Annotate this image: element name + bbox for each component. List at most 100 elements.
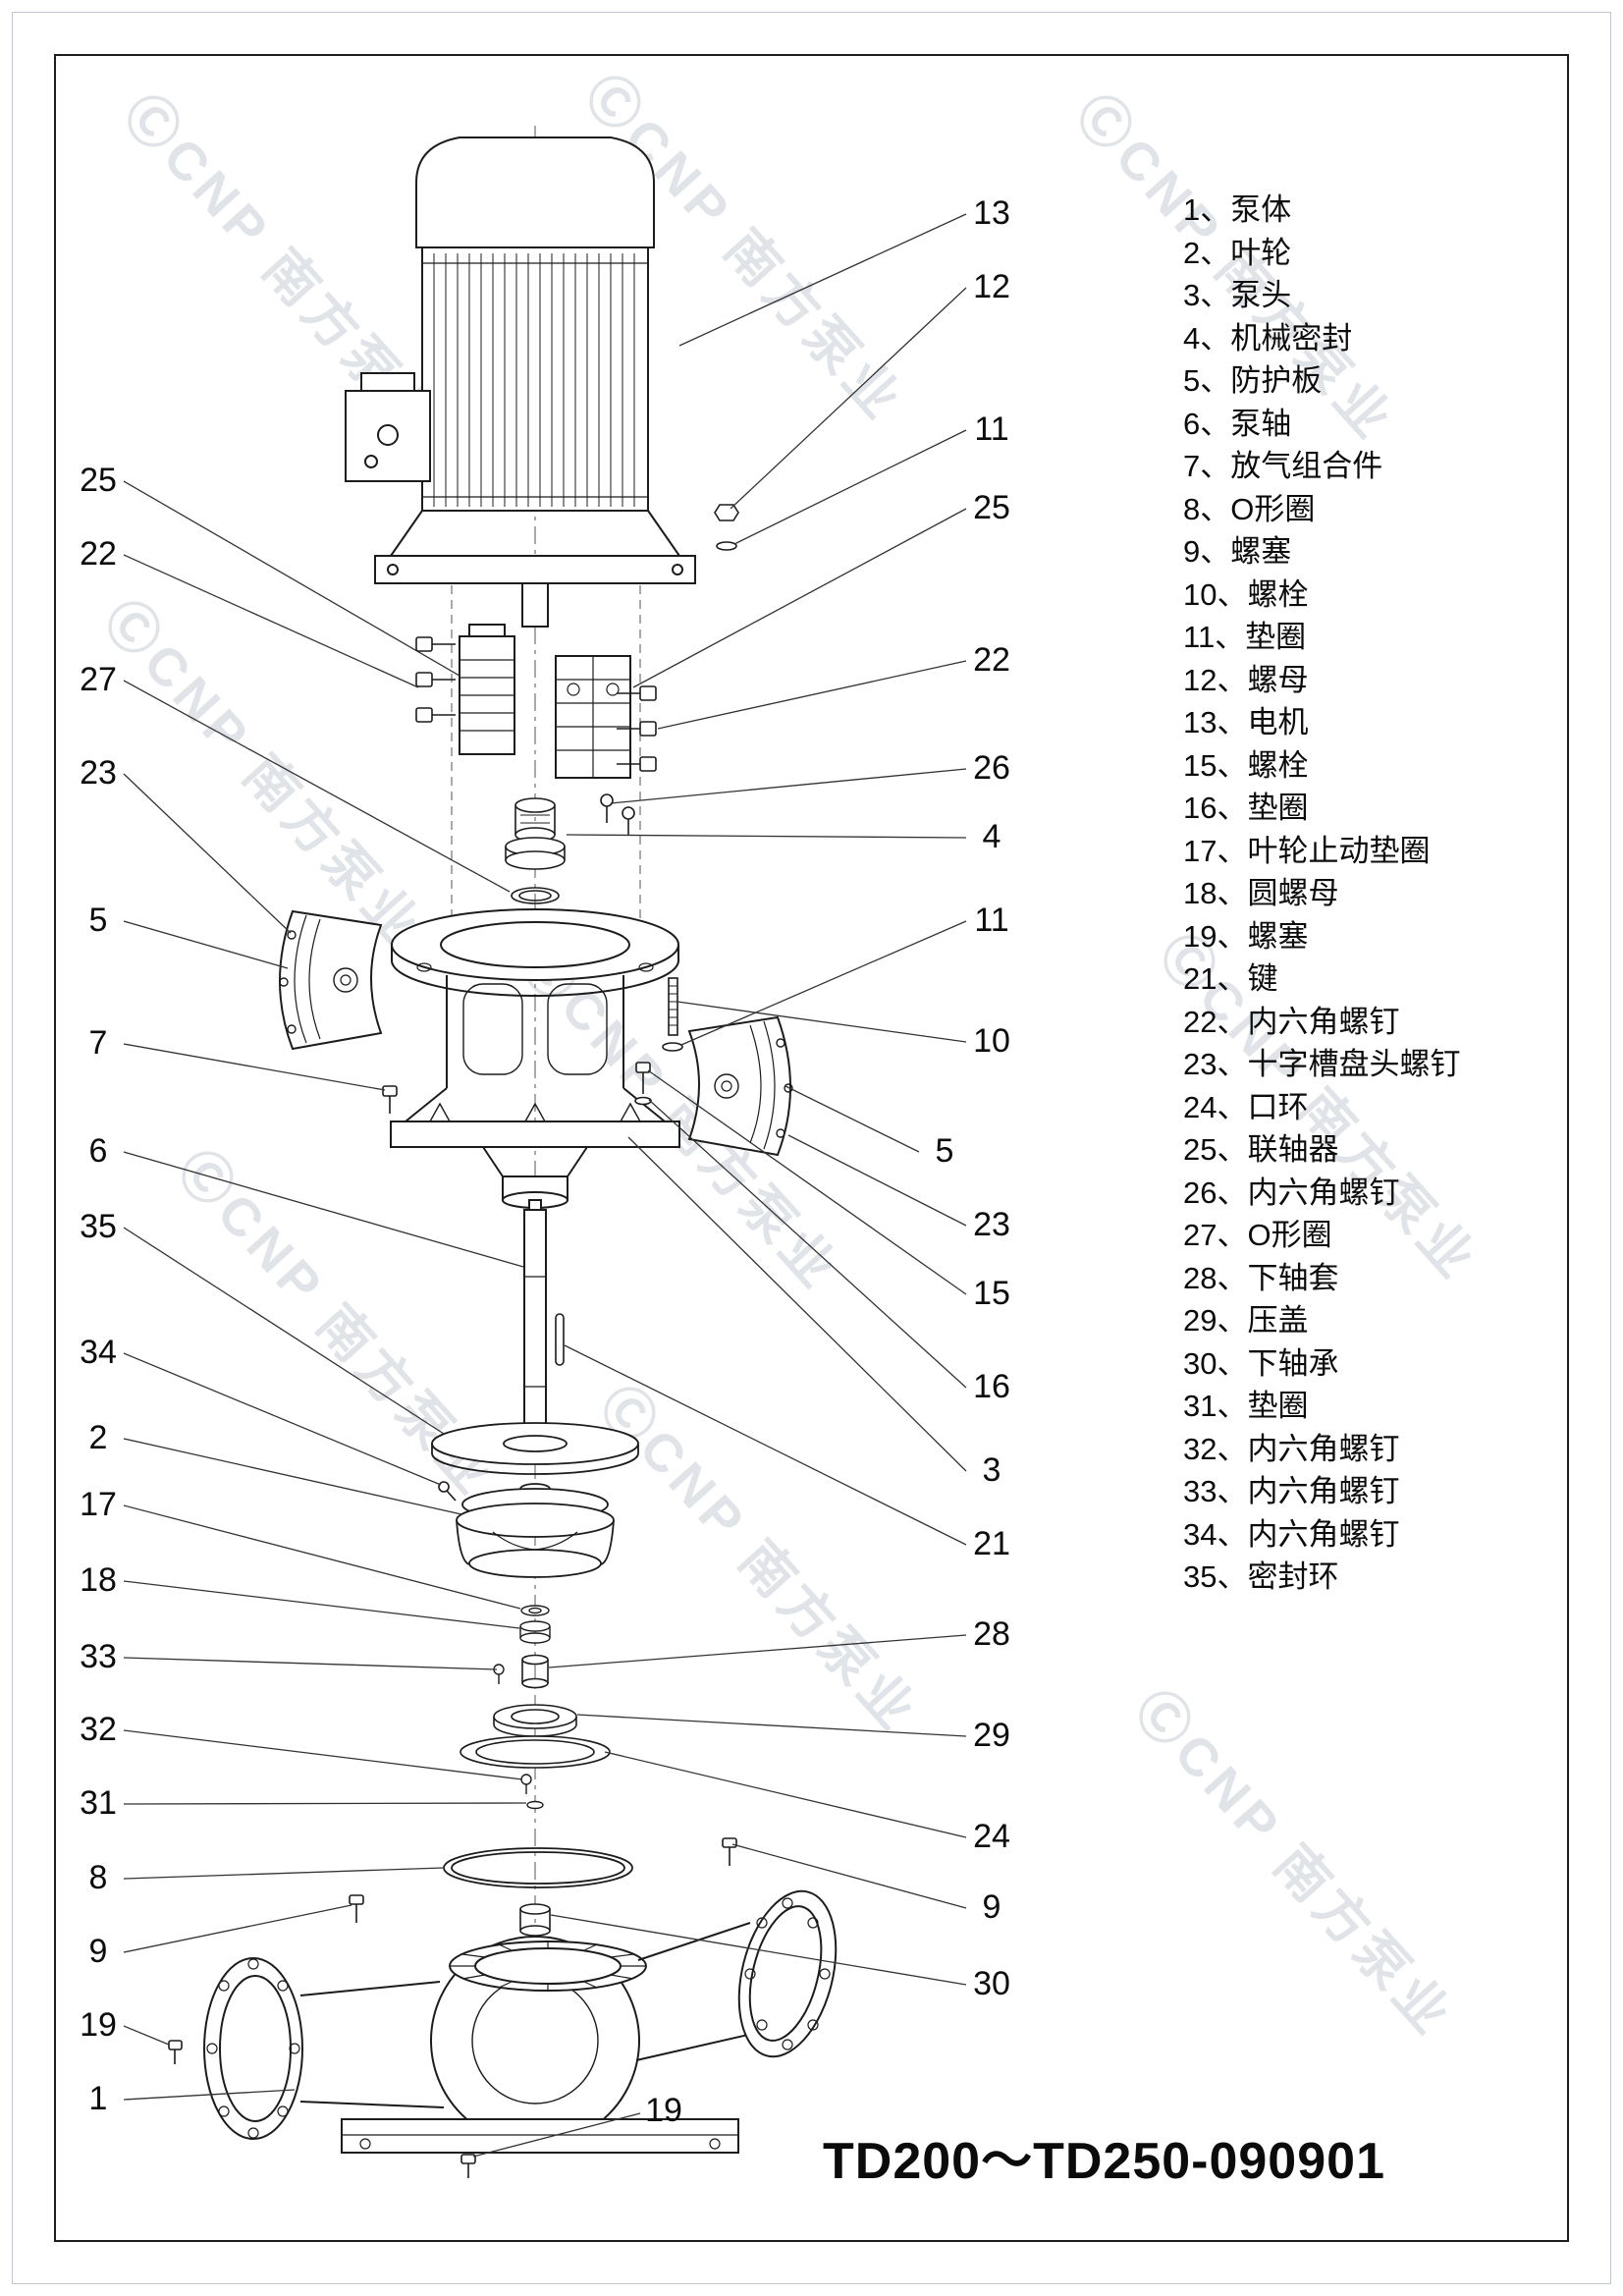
callout-27: 27 (80, 661, 117, 698)
impeller (456, 1483, 615, 1578)
o-ring-8 (443, 1847, 633, 1888)
parts-list-item: 7、放气组合件 (1183, 449, 1383, 483)
parts-list-item: 27、O形圈 (1183, 1218, 1332, 1252)
lower-sleeve-28 (521, 1654, 549, 1689)
parts-list-item: 32、内六角螺钉 (1183, 1431, 1400, 1466)
parts-list-item: 31、垫圈 (1183, 1389, 1309, 1423)
parts-list-item: 22、内六角螺钉 (1183, 1004, 1400, 1039)
o-ring-27 (511, 887, 560, 904)
key-21 (555, 1313, 565, 1366)
parts-list-item: 6、泵轴 (1183, 406, 1292, 441)
parts-list-item: 35、密封环 (1183, 1559, 1339, 1594)
discharge-flange (737, 1889, 838, 2058)
callout-21: 21 (973, 1525, 1010, 1562)
callout-5-left: 5 (89, 902, 108, 939)
seal-ring-35 (431, 1422, 639, 1475)
plug-19-left (168, 2040, 183, 2064)
callout-5-right: 5 (936, 1132, 954, 1170)
parts-list-item: 18、圆螺母 (1183, 876, 1339, 910)
callout-35: 35 (80, 1208, 117, 1245)
parts-list-item: 29、压盖 (1183, 1303, 1309, 1338)
parts-list-item: 11、垫圈 (1183, 620, 1307, 654)
callout-4: 4 (983, 818, 1001, 855)
parts-list-item: 1、泵体 (1183, 192, 1292, 227)
parts-list-item: 24、口环 (1183, 1089, 1309, 1124)
parts-list-item: 19、螺塞 (1183, 918, 1309, 954)
callout-17: 17 (80, 1486, 117, 1523)
parts-list-item: 25、联轴器 (1183, 1132, 1339, 1167)
callout-18: 18 (80, 1561, 117, 1599)
screw-32 (520, 1774, 532, 1794)
stop-washer-17 (520, 1605, 550, 1616)
callout-25-left: 25 (80, 462, 117, 499)
terminal-box (345, 372, 431, 482)
parts-list-item: 33、内六角螺钉 (1183, 1474, 1400, 1508)
callout-34: 34 (80, 1334, 117, 1371)
callout-2: 2 (89, 1419, 108, 1456)
parts-list-item: 4、机械密封 (1183, 320, 1353, 355)
washer-31 (526, 1800, 544, 1810)
callout-11-lower: 11 (974, 902, 1008, 939)
leader-lines (123, 213, 967, 2158)
protective-plate-left (279, 909, 383, 1051)
callout-12: 12 (973, 268, 1010, 305)
callout-30: 30 (973, 1965, 1010, 2002)
wear-ring-24 (460, 1735, 611, 1769)
screw-34 (438, 1481, 457, 1502)
parts-list-item: 5、防护板 (1183, 363, 1323, 398)
pump-head (390, 908, 680, 1209)
parts-list-item: 34、内六角螺钉 (1183, 1516, 1400, 1552)
plug-19-bottom (460, 2154, 476, 2178)
centerlines (451, 126, 641, 2043)
parts-list-item: 28、下轴套 (1183, 1260, 1339, 1295)
parts-list-item: 9、螺塞 (1183, 534, 1292, 569)
screw-33 (493, 1664, 505, 1684)
stud-10 (668, 977, 678, 1036)
callout-16: 16 (973, 1368, 1010, 1405)
washer-11b (662, 1042, 683, 1052)
parts-list-item: 17、叶轮止动垫圈 (1183, 833, 1431, 868)
air-vent-assembly (382, 1085, 398, 1114)
parts-list-item: 26、内六角螺钉 (1183, 1175, 1400, 1210)
callout-7: 7 (89, 1024, 108, 1062)
callout-23-right: 23 (973, 1206, 1010, 1243)
pump-shaft (523, 1199, 547, 1429)
parts-list-item: 21、键 (1183, 961, 1278, 996)
parts-list-item: 16、垫圈 (1183, 791, 1309, 825)
callout-9-right: 9 (983, 1888, 1001, 1926)
callout-15: 15 (973, 1275, 1010, 1312)
parts-list-item: 30、下轴承 (1183, 1345, 1339, 1381)
callout-10: 10 (973, 1022, 1010, 1060)
base-plate (341, 2118, 739, 2154)
round-nut-18 (519, 1620, 551, 1644)
callout-26: 26 (973, 749, 1010, 787)
protective-plate-right (687, 1015, 793, 1157)
drawing-number: TD200～TD250-090901 (823, 2133, 1385, 2190)
callout-8: 8 (89, 1859, 108, 1896)
callout-24: 24 (973, 1818, 1010, 1855)
callout-22-right: 22 (973, 641, 1010, 679)
parts-list-item: 13、电机 (1183, 705, 1309, 739)
bolt-15-washer-16 (634, 1062, 652, 1106)
parts-list: 1、泵体 2、叶轮 3、泵头 4、机械密封 5、防护板 6、泵轴 7、放气组合件… (1183, 189, 1460, 1599)
plug-9-right (722, 1837, 737, 1866)
plug-9-left (349, 1894, 364, 1923)
callout-31: 31 (80, 1784, 117, 1822)
coupling-screws-22-right (617, 685, 657, 772)
callout-3: 3 (983, 1451, 1001, 1489)
parts-list-item: 8、O形圈 (1183, 491, 1316, 526)
callout-19-bottom: 19 (645, 2092, 682, 2129)
mechanical-seal (505, 797, 566, 870)
parts-list-item: 23、十字槽盘头螺钉 (1183, 1047, 1461, 1081)
parts-list-item: 2、叶轮 (1183, 235, 1292, 270)
motor (345, 137, 696, 628)
callout-19-left: 19 (80, 2006, 117, 2044)
screws-26 (600, 793, 635, 835)
parts-list-item: 15、螺栓 (1183, 747, 1309, 783)
callout-25-right: 25 (973, 489, 1010, 526)
lower-bearing-30 (519, 1903, 551, 1937)
sheet-outer-border (12, 12, 1611, 2284)
callout-32: 32 (80, 1711, 117, 1748)
callout-13: 13 (973, 194, 1010, 232)
